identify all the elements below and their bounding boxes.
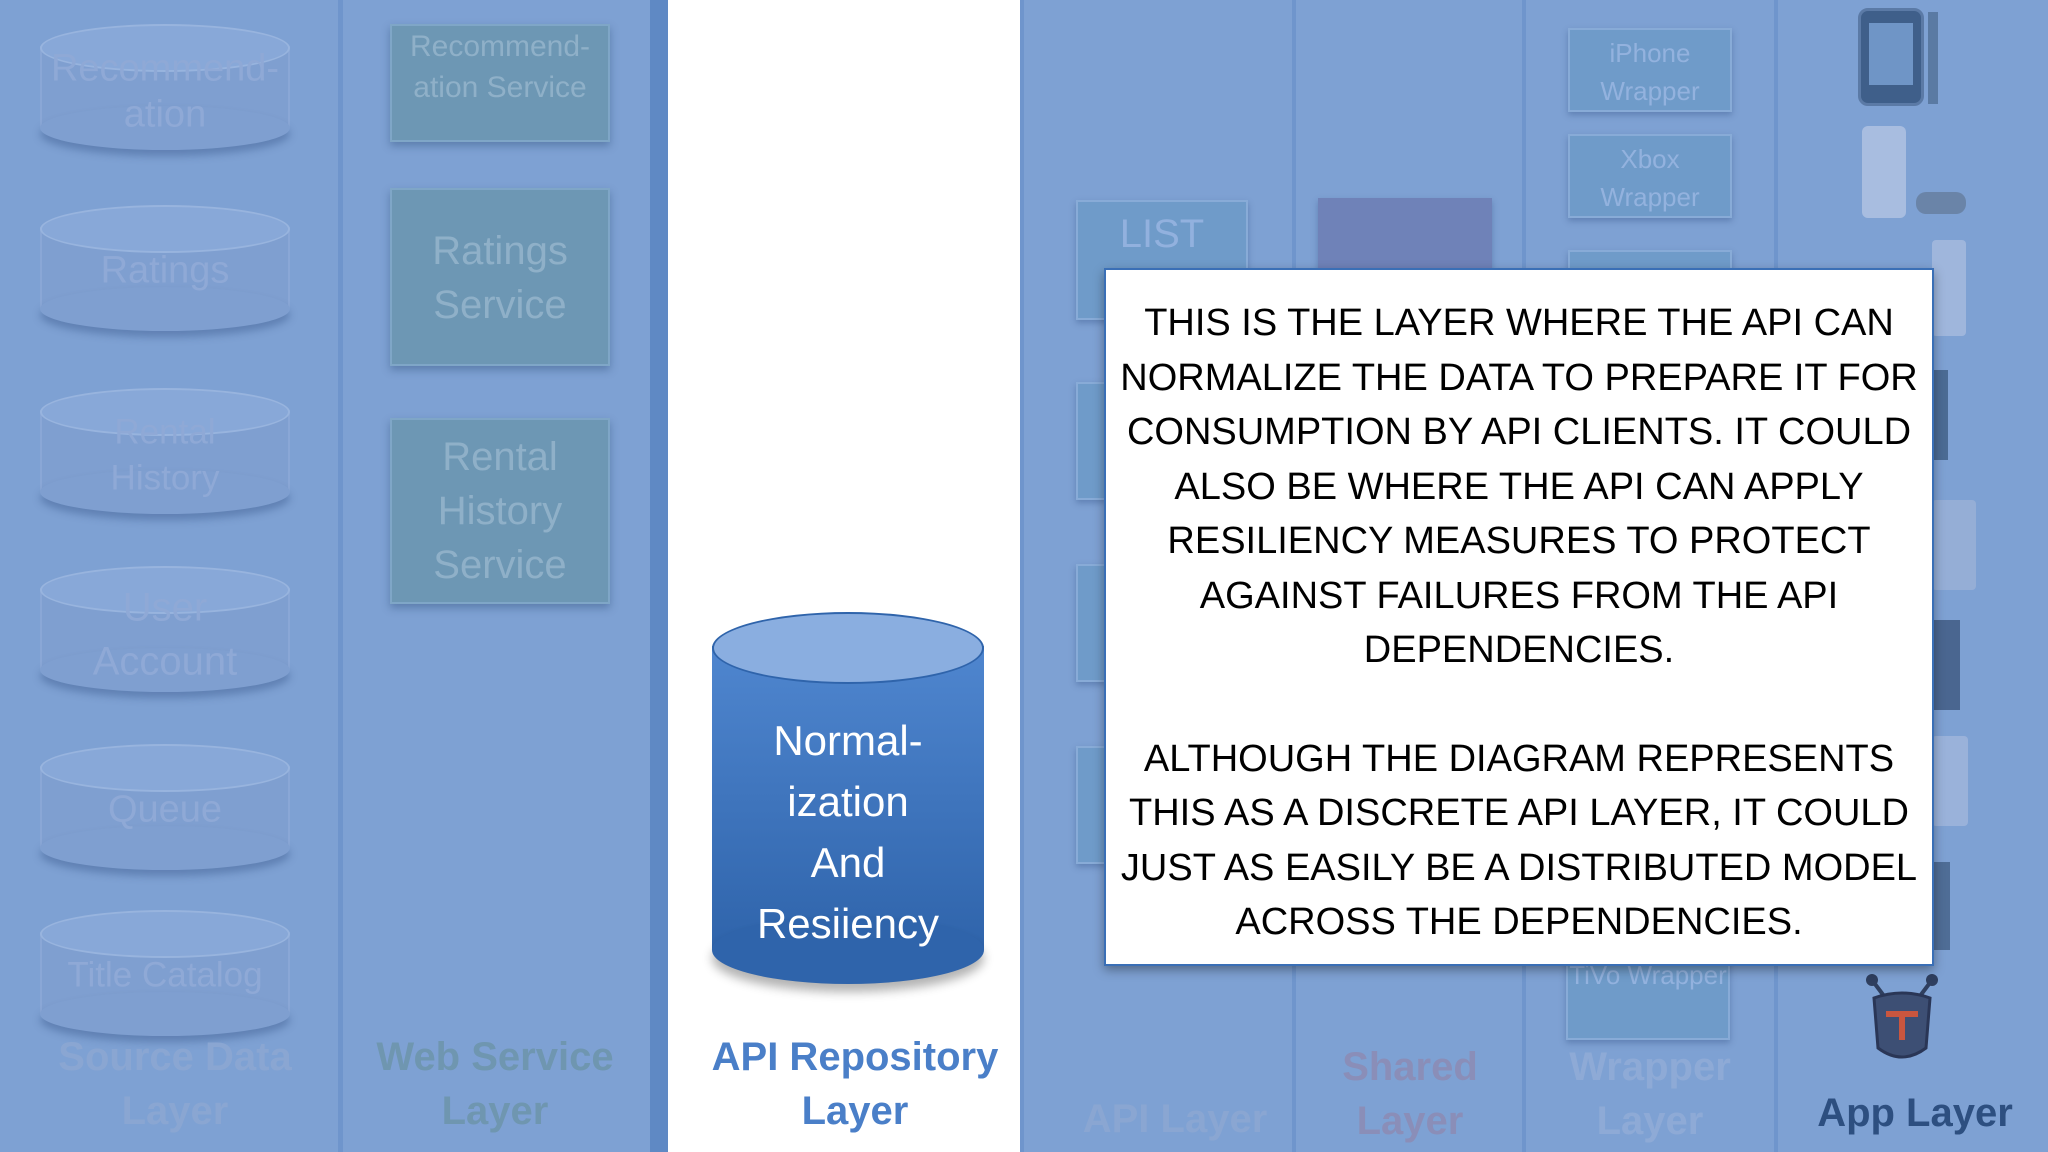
wrapper-box: iPhone Wrapper [1568,28,1732,112]
service-label: Rental History Service [433,435,567,587]
api-endpoint-box [1076,746,1106,864]
tivo-logo-icon [1864,970,1940,1068]
column-divider [338,0,343,1152]
device-icon [1932,620,1960,710]
callout-paragraph: ALTHOUGH THE DIAGRAM REPRESENTS THIS AS … [1120,737,1918,944]
iphone-icon [1858,8,1924,106]
data-store-cylinder: Rental History [40,388,290,514]
wrapper-label: iPhone Wrapper [1600,38,1700,106]
data-store-label: User Account [92,585,238,684]
column-divider [1020,0,1024,1152]
shared-component-box [1318,198,1492,270]
wrapper-label: Xbox Wrapper [1600,144,1700,212]
device-icon [1932,862,1950,950]
data-store-label: Title Catalog [67,955,263,995]
callout-paragraph: THIS IS THE LAYER WHERE THE API CAN NORM… [1120,302,1918,671]
wrapper-box [1568,250,1732,270]
list-box-label: LIST [1119,212,1205,256]
service-box: Ratings Service [390,188,610,366]
explanation-callout: THIS IS THE LAYER WHERE THE API CAN NORM… [1104,268,1934,966]
data-store-label: Queue [107,788,223,831]
column-divider [650,0,668,1152]
xbox-console-icon [1862,126,1906,218]
device-icon [1932,500,1976,590]
xbox-controller-icon [1916,192,1966,214]
source-data-layer-label: Source Data Layer [58,1035,292,1133]
device-stand-icon [1928,12,1938,104]
data-store-cylinder: Recommend-ation [40,24,290,150]
web-service-layer-label: Web Service Layer [376,1035,614,1133]
app-layer-label: App Layer [1817,1091,2013,1135]
data-store-cylinder: User Account [40,566,290,692]
data-store-cylinder: Ratings [40,205,290,331]
wrapper-layer-label: Wrapper Layer [1569,1045,1731,1143]
device-icon [1932,736,1968,826]
api-endpoint-box [1076,382,1106,500]
api-layer-label: API Layer [1082,1097,1268,1141]
data-store-cylinder: Title Catalog [40,910,290,1036]
data-store-label: Ratings [100,249,230,292]
wrapper-box: Xbox Wrapper [1568,134,1732,218]
data-store-label: Recommend-ation [50,47,280,136]
normalization-resiliency-cylinder: Normal-ization And Resiiency [712,612,984,984]
service-label: Ratings Service [432,229,568,327]
api-repository-layer-label: API Repository Layer [711,1035,999,1133]
data-store-label: Rental History [110,412,220,498]
shared-layer-label: Shared Layer [1342,1045,1478,1143]
api-endpoint-box [1076,564,1106,682]
normalization-label: Normal-ization And Resiiency [756,717,940,948]
service-box: Recommend-ation Service [390,24,610,142]
service-label: Recommend-ation Service [409,30,591,104]
data-store-cylinder: Queue [40,744,290,870]
device-icon [1932,370,1948,460]
service-box: Rental History Service [390,418,610,604]
device-icon [1932,240,1966,336]
